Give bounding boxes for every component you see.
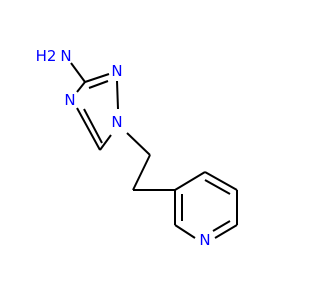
triazole-n4-label: N: [64, 91, 75, 109]
bond-c3-n4: [76, 81, 86, 93]
bond-ch2a-ch2b: [132, 154, 151, 191]
bond-n2-n1: [116, 80, 119, 110]
triazole-n2-label: N: [111, 62, 122, 80]
molecule-diagram: N H2 N N N N: [36, 47, 238, 249]
bond-py-c3-c4: [174, 171, 206, 191]
triazole-n1-label: N: [111, 113, 122, 131]
atom-labels: N H2 N N N N: [36, 47, 211, 249]
bonds: [70, 62, 238, 239]
bond-n4-c5: [76, 107, 101, 151]
bond-py-c6-n: [214, 224, 238, 239]
bond-c3-n2: [84, 73, 110, 83]
bond-n4-c5-inner: [83, 108, 103, 144]
pyridine-n-label: N: [199, 231, 210, 249]
amine-n-label: N: [60, 47, 71, 65]
bond-py-c6-n-inner: [212, 220, 231, 232]
bond-py-c4-c5-inner: [204, 179, 231, 195]
bond-amine-c3: [70, 62, 86, 83]
bond-py-n-c2: [174, 224, 196, 239]
bond-n1-ch2a: [126, 132, 151, 156]
bond-c3-n2-inner: [88, 80, 109, 89]
bond-py-c4-c5: [204, 171, 238, 191]
bond-c5-n1: [99, 134, 112, 151]
amine-h2-label: H2: [36, 47, 57, 65]
